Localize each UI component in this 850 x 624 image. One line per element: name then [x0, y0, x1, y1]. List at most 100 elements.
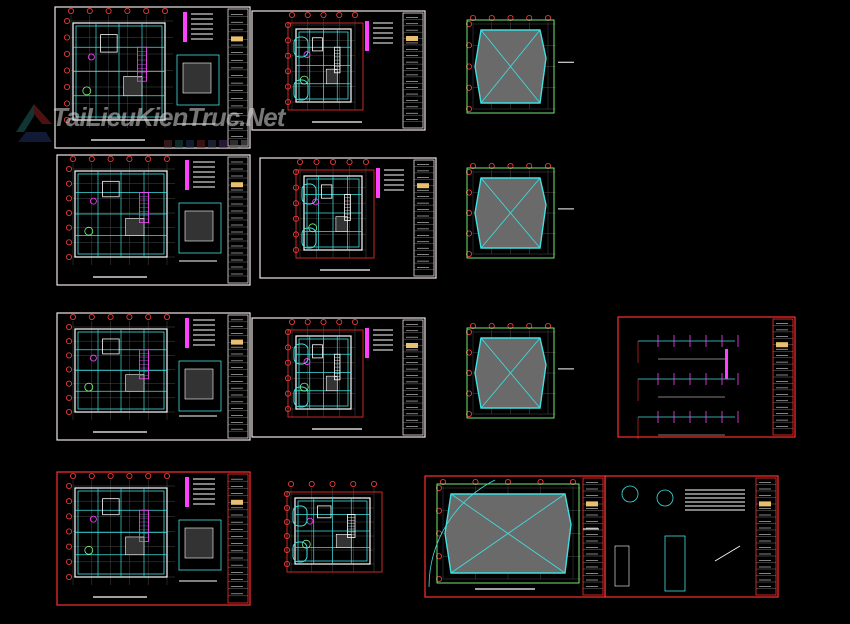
grid-bubble: [66, 543, 73, 550]
sheet-ground-floor-communication[interactable]: [56, 312, 251, 441]
grid-bubble: [143, 7, 150, 14]
boundary-line: [287, 329, 364, 418]
sheet-riser-diagram[interactable]: [617, 316, 796, 439]
sheet-ground-floor-electrical[interactable]: [54, 6, 251, 149]
grid-bubble: [320, 318, 327, 325]
grid-bubble: [320, 11, 327, 18]
sheet-upper-floor-lighting[interactable]: [259, 157, 437, 279]
grid-bubble: [465, 20, 472, 27]
bay-window: [293, 386, 309, 408]
sheet-upper-floor-plan[interactable]: [283, 480, 383, 573]
tree-symbol: [84, 226, 94, 236]
grid-bubble: [66, 513, 73, 520]
sheet-details[interactable]: [604, 475, 779, 598]
grid-bubble: [284, 99, 291, 106]
legend-bar: [185, 318, 189, 348]
roof-ridge: [480, 212, 511, 249]
grid-bubble: [284, 344, 291, 351]
grid-bubble: [284, 328, 291, 335]
fixture-symbol: [303, 51, 311, 58]
furniture: [325, 375, 338, 392]
grid-bubble: [292, 184, 299, 191]
furniture: [325, 68, 338, 85]
grid-bubble: [465, 230, 472, 237]
detail-symbol: [621, 485, 639, 503]
sheet-upper-floor-electrical[interactable]: [251, 10, 426, 131]
grid-bubble: [465, 63, 472, 70]
grid-bubble: [469, 14, 476, 21]
legend-bar: [185, 477, 189, 507]
grid-bubble: [107, 472, 114, 479]
fixture-symbol: [90, 197, 97, 205]
sheet-ground-floor-lightning[interactable]: [56, 471, 251, 606]
sheet-upper-floor-communication[interactable]: [251, 317, 426, 438]
company-logo: [406, 343, 418, 348]
grid-bubble: [107, 313, 114, 320]
grid-bubble: [329, 480, 336, 487]
grid-bubble: [68, 7, 75, 14]
roof-ridge: [510, 212, 541, 249]
grid-bubble: [107, 155, 114, 162]
grid-bubble: [64, 117, 71, 124]
furniture: [312, 37, 323, 52]
grid-bubble: [66, 574, 73, 581]
fixture-symbol: [90, 354, 97, 362]
grid-bubble: [465, 84, 472, 91]
sheet-frame: [56, 471, 251, 606]
roof-ridge: [507, 533, 566, 574]
grid-bubble: [288, 318, 295, 325]
grid-bubble: [469, 322, 476, 329]
sheet-roof-plan-2[interactable]: [465, 162, 574, 259]
grid-bubble: [465, 168, 472, 175]
grid-bubble: [465, 106, 472, 113]
grid-bubble: [88, 472, 95, 479]
sheet-roof-lightning-protection[interactable]: [424, 475, 606, 598]
sheet-roof-plan-3[interactable]: [465, 322, 574, 419]
grid-bubble: [435, 553, 442, 560]
grid-bubble: [66, 408, 73, 415]
furniture: [320, 184, 333, 199]
sheet-ground-floor-lighting[interactable]: [56, 154, 251, 286]
grid-bubble: [64, 34, 71, 41]
furniture: [335, 216, 348, 232]
grid-bubble: [435, 576, 442, 583]
roof-ridge: [450, 493, 509, 534]
grid-bubble: [284, 68, 291, 75]
boundary-line: [286, 491, 383, 573]
company-logo: [231, 499, 243, 505]
detail-plan: [176, 54, 220, 106]
grid-bubble: [435, 507, 442, 514]
section-detail: [664, 535, 686, 592]
grid-bubble: [545, 162, 552, 169]
grid-bubble: [313, 158, 320, 165]
grid-bubble: [163, 313, 170, 320]
furniture: [123, 76, 143, 97]
fixture-symbol: [306, 517, 314, 525]
sheet-frame: [54, 6, 251, 149]
sheet-frame: [251, 317, 426, 438]
grid-bubble: [488, 322, 495, 329]
grid-bubble: [66, 482, 73, 489]
grid-bubble: [507, 322, 514, 329]
roof-ridge: [480, 337, 511, 374]
roof-ridge: [480, 29, 511, 67]
grid-bubble: [105, 7, 112, 14]
grid-bubble: [526, 162, 533, 169]
grid-bubble: [163, 472, 170, 479]
legend-bar: [365, 328, 369, 358]
grid-bubble: [570, 478, 577, 485]
sheet-roof-plan-1[interactable]: [465, 14, 574, 114]
grid-bubble: [292, 246, 299, 253]
grid-bubble: [66, 209, 73, 216]
grid-bubble: [86, 7, 93, 14]
bay-window: [293, 343, 309, 365]
grid-bubble: [66, 195, 73, 202]
legend-bar: [365, 21, 369, 51]
grid-bubble: [64, 84, 71, 91]
detail-plan: [178, 360, 222, 412]
grid-bubble: [362, 158, 369, 165]
section-detail: [714, 545, 741, 562]
furniture: [125, 374, 145, 392]
